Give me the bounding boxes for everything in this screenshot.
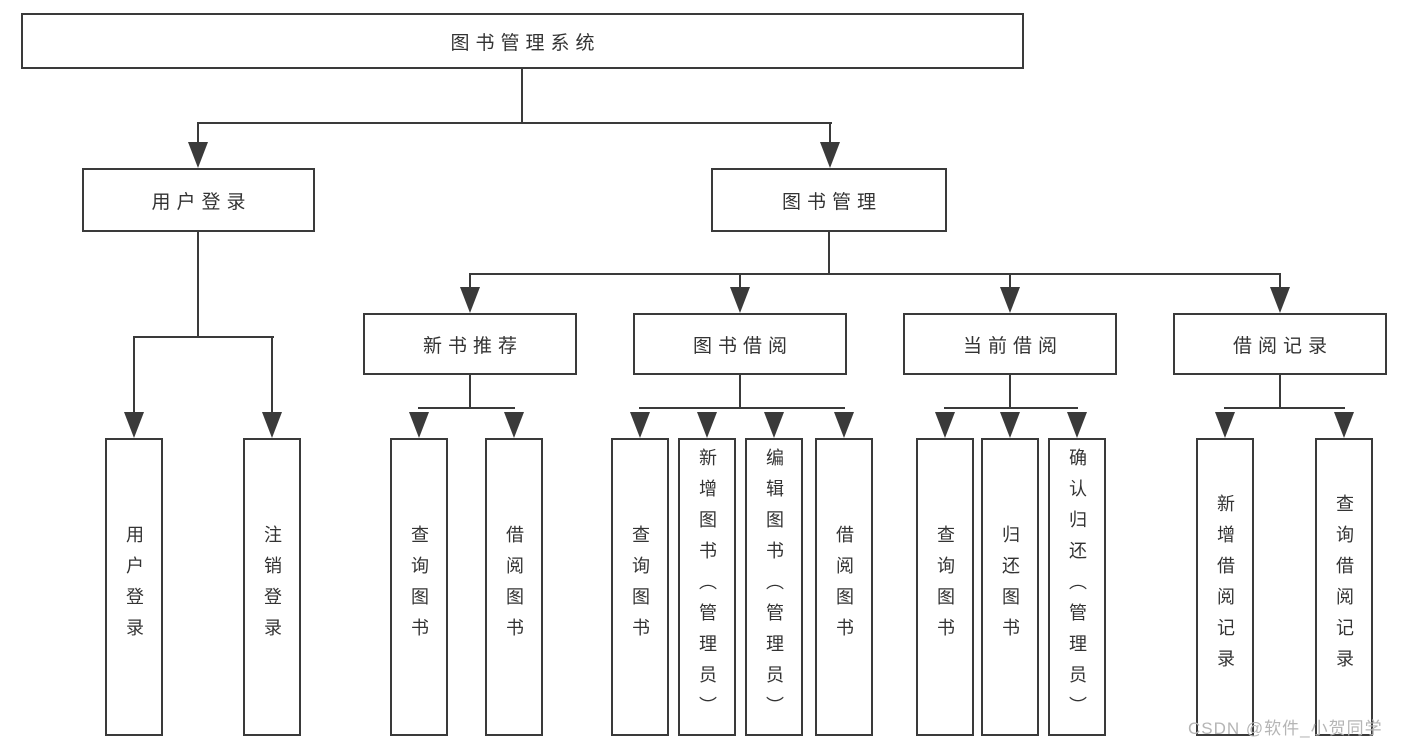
connector-stem — [739, 375, 741, 409]
leaf-logout: 注销登录 — [243, 438, 301, 736]
node-label: 查询图书 — [409, 525, 429, 649]
arrowhead — [124, 412, 144, 438]
connector-horizontal — [944, 407, 1078, 409]
connector-drop — [133, 336, 135, 416]
node-label: 注销登录 — [262, 525, 282, 649]
connector-drop — [1279, 273, 1281, 293]
leaf-return-books: 归还图书 — [981, 438, 1039, 736]
leaf-user-login: 用户登录 — [105, 438, 163, 736]
leaf-query-books-recommend: 查询图书 — [390, 438, 448, 736]
leaf-confirm-return-admin: 确认归还（管理员） — [1048, 438, 1106, 736]
node-label: 借阅图书 — [834, 525, 854, 649]
leaf-edit-books-admin: 编辑图书（管理员） — [745, 438, 803, 736]
node-label: 用户登录 — [124, 525, 144, 649]
node-label: 编辑图书（管理员） — [764, 447, 784, 727]
leaf-borrow-books-recommend: 借阅图书 — [485, 438, 543, 736]
connector-stem — [828, 232, 830, 275]
node-library-management-system: 图书管理系统 — [21, 13, 1024, 69]
arrowhead — [1215, 412, 1235, 438]
connector-drop — [739, 273, 741, 293]
leaf-borrow-books: 借阅图书 — [815, 438, 873, 736]
arrowhead — [834, 412, 854, 438]
connector-drop — [1009, 273, 1011, 293]
arrowhead — [1000, 412, 1020, 438]
node-label: 图书管理系统 — [450, 32, 601, 54]
node-label: 确认归还（管理员） — [1067, 447, 1087, 727]
arrowhead — [697, 412, 717, 438]
arrowhead — [730, 287, 750, 313]
node-label: 新增借阅记录 — [1215, 494, 1235, 680]
node-label: 借阅记录 — [1232, 335, 1333, 357]
connector-horizontal — [1224, 407, 1345, 409]
csdn-watermark: CSDN @软件_小贺同学 — [1188, 719, 1383, 738]
arrowhead — [262, 412, 282, 438]
arrowhead — [1000, 287, 1020, 313]
connector-horizontal — [639, 407, 845, 409]
connector-drop — [469, 273, 471, 293]
connector-stem — [469, 375, 471, 409]
node-label: 当前借阅 — [962, 335, 1063, 357]
node-label: 查询借阅记录 — [1334, 494, 1354, 680]
connector-drop — [829, 122, 831, 150]
arrowhead — [504, 412, 524, 438]
node-label: 借阅图书 — [504, 525, 524, 649]
arrowhead — [630, 412, 650, 438]
connector-stem — [197, 232, 199, 338]
leaf-add-books-admin: 新增图书（管理员） — [678, 438, 736, 736]
connector-stem — [1279, 375, 1281, 409]
arrowhead — [820, 142, 840, 168]
arrowhead — [1270, 287, 1290, 313]
arrowhead — [409, 412, 429, 438]
leaf-add-borrow-record: 新增借阅记录 — [1196, 438, 1254, 736]
node-user-login: 用户登录 — [82, 168, 315, 232]
arrowhead — [1334, 412, 1354, 438]
node-new-book-recommendation: 新书推荐 — [363, 313, 577, 375]
arrowhead — [935, 412, 955, 438]
node-label: 用户登录 — [151, 191, 252, 213]
node-label: 查询图书 — [630, 525, 650, 649]
connector-horizontal — [197, 122, 832, 124]
connector-drop — [197, 122, 199, 150]
arrowhead — [764, 412, 784, 438]
node-borrowing-records: 借阅记录 — [1173, 313, 1387, 375]
connector-horizontal — [418, 407, 515, 409]
node-current-borrowing: 当前借阅 — [903, 313, 1117, 375]
node-label: 归还图书 — [1000, 525, 1020, 649]
node-label: 新增图书（管理员） — [697, 447, 717, 727]
leaf-query-books-current: 查询图书 — [916, 438, 974, 736]
node-label: 图书借阅 — [692, 335, 793, 357]
node-label: 查询图书 — [935, 525, 955, 649]
connector-horizontal — [469, 273, 1281, 275]
arrowhead — [188, 142, 208, 168]
connector-stem — [1009, 375, 1011, 409]
connector-stem — [521, 69, 523, 124]
arrowhead — [460, 287, 480, 313]
node-book-management: 图书管理 — [711, 168, 947, 232]
node-label: 图书管理 — [781, 191, 882, 213]
leaf-query-books-borrow: 查询图书 — [611, 438, 669, 736]
connector-drop — [271, 336, 273, 416]
leaf-query-borrow-record: 查询借阅记录 — [1315, 438, 1373, 736]
node-label: 新书推荐 — [422, 335, 523, 357]
connector-horizontal — [133, 336, 274, 338]
arrowhead — [1067, 412, 1087, 438]
node-book-borrowing: 图书借阅 — [633, 313, 847, 375]
